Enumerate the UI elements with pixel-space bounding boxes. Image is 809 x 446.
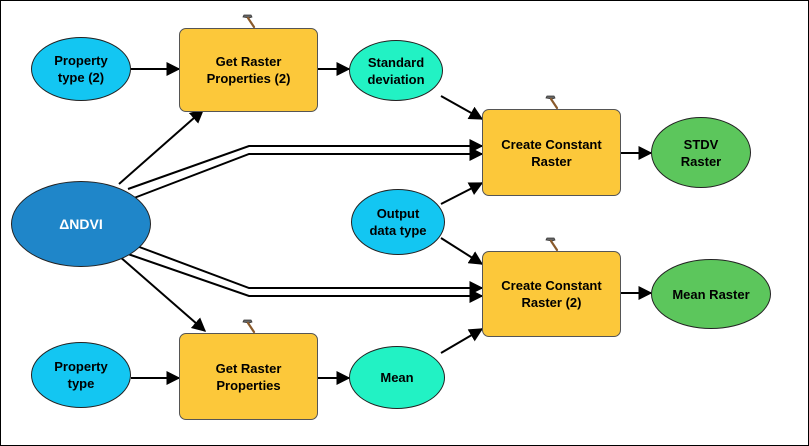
node-label: ΔNDVI bbox=[59, 215, 103, 232]
node-label: Mean bbox=[380, 370, 414, 385]
node-label: Mean Raster bbox=[672, 286, 750, 302]
connector-line bbox=[440, 328, 484, 354]
hammer-icon bbox=[241, 14, 255, 29]
connector-line bbox=[127, 139, 484, 190]
create-constant-raster-tool[interactable]: Create Constant Raster bbox=[482, 95, 621, 196]
mean-raster-node[interactable]: Mean Raster bbox=[651, 259, 771, 329]
property-type-2-node[interactable]: Property type (2) bbox=[31, 37, 131, 101]
node-label: Get Raster Properties bbox=[215, 360, 282, 393]
connector-line bbox=[133, 147, 484, 199]
node-label: Get Raster Properties (2) bbox=[206, 54, 291, 86]
get-raster-properties-2-tool[interactable]: Get Raster Properties (2) bbox=[179, 14, 318, 112]
connector-line bbox=[118, 255, 207, 332]
connector-line bbox=[133, 244, 484, 295]
node-label: STDV Raster bbox=[680, 136, 722, 169]
connector-line bbox=[440, 182, 484, 205]
hammer-icon bbox=[544, 95, 558, 110]
node-label: Create Constant Raster (2) bbox=[501, 278, 602, 310]
mean-node[interactable]: Mean bbox=[349, 346, 445, 409]
property-type-node[interactable]: Property type bbox=[31, 342, 131, 408]
delta-ndvi-node[interactable]: ΔNDVI bbox=[11, 181, 151, 267]
connector-line bbox=[118, 109, 205, 185]
get-raster-properties-tool[interactable]: Get Raster Properties bbox=[179, 319, 318, 420]
node-label: Property type bbox=[54, 359, 108, 391]
connector-line bbox=[440, 95, 484, 120]
node-label: Output data type bbox=[369, 206, 427, 238]
stdv-raster-node[interactable]: STDV Raster bbox=[651, 117, 751, 188]
connector-line bbox=[127, 253, 484, 303]
output-data-type-node[interactable]: Output data type bbox=[351, 189, 445, 255]
hammer-icon bbox=[241, 319, 255, 334]
hammer-icon bbox=[544, 237, 558, 252]
connector-line bbox=[440, 237, 484, 265]
create-constant-raster-2-tool[interactable]: Create Constant Raster (2) bbox=[482, 237, 621, 337]
node-label: Standard deviation bbox=[367, 54, 425, 87]
node-label: Create Constant Raster bbox=[501, 136, 602, 169]
standard-deviation-node[interactable]: Standard deviation bbox=[349, 40, 443, 101]
node-label: Property type (2) bbox=[54, 53, 108, 85]
